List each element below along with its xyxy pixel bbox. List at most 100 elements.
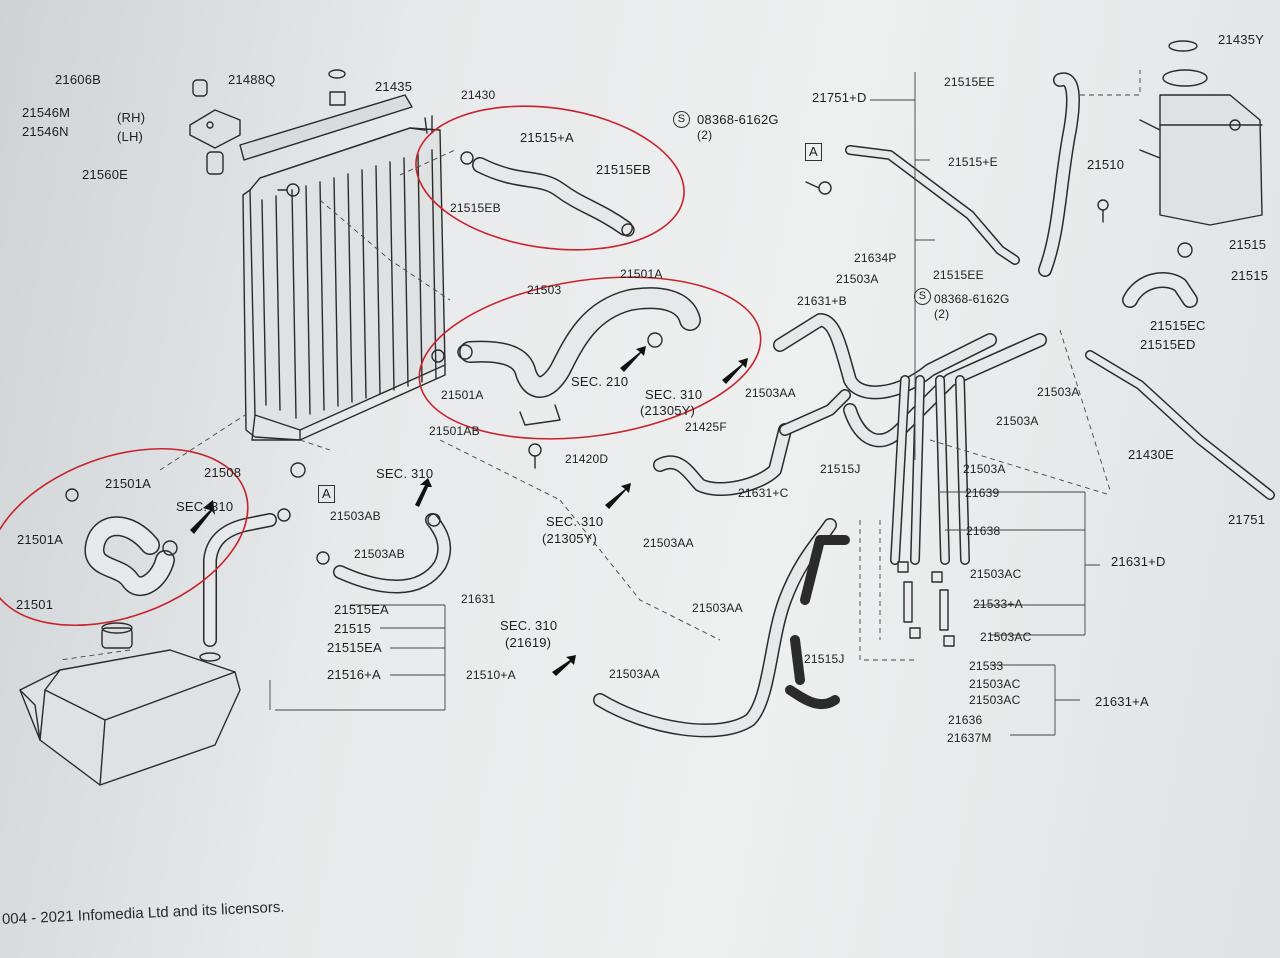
section-ref: (21305Y) — [542, 531, 598, 546]
radiator — [242, 115, 446, 441]
part-label: 08368-6162G — [697, 112, 779, 127]
part-label: 21637M — [947, 731, 992, 745]
quantity-label: (2) — [697, 128, 713, 142]
part-label: 21501A — [620, 267, 663, 281]
part-label: 21430 — [461, 88, 496, 102]
part-label: 21503AC — [980, 630, 1032, 644]
part-label: 21560E — [82, 167, 129, 182]
reference-box: A — [318, 485, 335, 503]
part-label: 21631 — [461, 592, 496, 606]
heater-hose-21631A — [593, 518, 837, 738]
overflow-reservoir — [1139, 40, 1263, 226]
part-label: 21751+D — [812, 90, 867, 105]
radiator-cap — [329, 91, 346, 106]
part-label: 21533+A — [973, 597, 1023, 611]
mount-bracket — [189, 79, 241, 175]
section-ref: (21619) — [505, 635, 552, 650]
part-label: 21515 — [1231, 268, 1269, 283]
part-label: 21606B — [55, 72, 102, 87]
part-label: 21510 — [1087, 157, 1125, 172]
standard-part-symbol: S — [673, 111, 690, 128]
section-ref: (21305Y) — [640, 403, 696, 418]
part-label: 21430E — [1128, 447, 1175, 462]
annotation-circle — [0, 105, 762, 627]
reference-box: A — [805, 143, 822, 161]
clamp — [457, 344, 473, 360]
side-label: (LH) — [117, 129, 144, 144]
hose-bracket — [519, 404, 561, 426]
callout-lines — [269, 72, 1100, 736]
part-label: 21638 — [966, 524, 1001, 538]
part-label: 21435 — [375, 79, 413, 94]
part-label: 21501A — [441, 388, 484, 402]
part-label: 21503A — [996, 414, 1039, 428]
part-label: 21503AA — [643, 536, 694, 550]
part-label: 21516+A — [327, 667, 381, 682]
part-label: 21435Y — [1218, 32, 1265, 47]
part-label: 21503AB — [354, 547, 405, 561]
part-label: 21631+C — [738, 486, 789, 500]
section-ref: SEC. 310 — [376, 466, 434, 481]
part-label: 21515J — [804, 652, 845, 666]
part-label: 21515EB — [450, 201, 501, 215]
quantity-label: (2) — [934, 307, 950, 321]
part-label: 21515EB — [596, 162, 651, 177]
section-ref: SEC. 310 — [546, 514, 604, 529]
part-label: 21503A — [963, 462, 1006, 476]
part-label: 21515EA — [327, 640, 382, 655]
part-label: 21503AC — [970, 567, 1022, 581]
part-label: 21639 — [965, 486, 1000, 500]
standard-part-symbol: S — [914, 288, 931, 305]
part-label: 21503AC — [969, 677, 1021, 691]
clamp — [199, 652, 221, 662]
part-label: 08368-6162G — [934, 292, 1010, 306]
part-label: 21546N — [22, 124, 69, 139]
section-ref: SEC. 310 — [176, 499, 234, 514]
part-label: 21503 — [527, 283, 562, 297]
part-label: 21515J — [820, 462, 861, 476]
part-label: 21503AA — [692, 601, 743, 615]
part-label: 21503AC — [969, 693, 1021, 707]
cap-gasket — [328, 69, 346, 79]
clamp — [460, 151, 474, 165]
part-label: 21515EE — [933, 268, 984, 282]
part-label: 21515+A — [520, 130, 574, 145]
part-label: 21631+B — [797, 294, 847, 308]
part-label: 21501AB — [429, 424, 480, 438]
part-label: 21503AA — [745, 386, 796, 400]
part-label: 21503A — [836, 272, 879, 286]
part-label: 21515EA — [334, 602, 389, 617]
part-label: 21501 — [16, 597, 54, 612]
arrow-icon — [190, 346, 748, 676]
part-label: 21546M — [22, 105, 71, 120]
part-label: 21420D — [565, 452, 609, 466]
part-label: 21515 — [1229, 237, 1267, 252]
part-label: 21503AB — [330, 509, 381, 523]
seal-strip — [239, 94, 413, 161]
side-label: (RH) — [117, 110, 146, 125]
part-label: 21631+A — [1095, 694, 1149, 709]
part-label: 21503A — [1037, 385, 1080, 399]
leader-lines — [59, 70, 1141, 661]
part-label: 21503AA — [609, 667, 660, 681]
bolt-icon — [290, 181, 1109, 478]
part-label: 21515EE — [944, 75, 995, 89]
section-ref: SEC. 310 — [645, 387, 703, 402]
section-ref: SEC. 310 — [500, 618, 558, 633]
clamp — [621, 223, 635, 237]
part-label: 21634P — [854, 251, 897, 265]
part-label: 21501A — [17, 532, 64, 547]
reservoir-tank — [19, 622, 241, 786]
part-label: 21515+E — [948, 155, 998, 169]
clip-group — [897, 561, 955, 647]
part-label: 21510+A — [466, 668, 516, 682]
part-label: 21751 — [1228, 512, 1266, 527]
section-ref: SEC. 210 — [571, 374, 629, 389]
part-label: 21425F — [685, 420, 727, 434]
clamp — [65, 488, 79, 502]
part-label: 21515 — [334, 621, 372, 636]
clamp — [162, 540, 178, 556]
part-label: 21501A — [105, 476, 152, 491]
part-label: 21533 — [969, 659, 1004, 673]
